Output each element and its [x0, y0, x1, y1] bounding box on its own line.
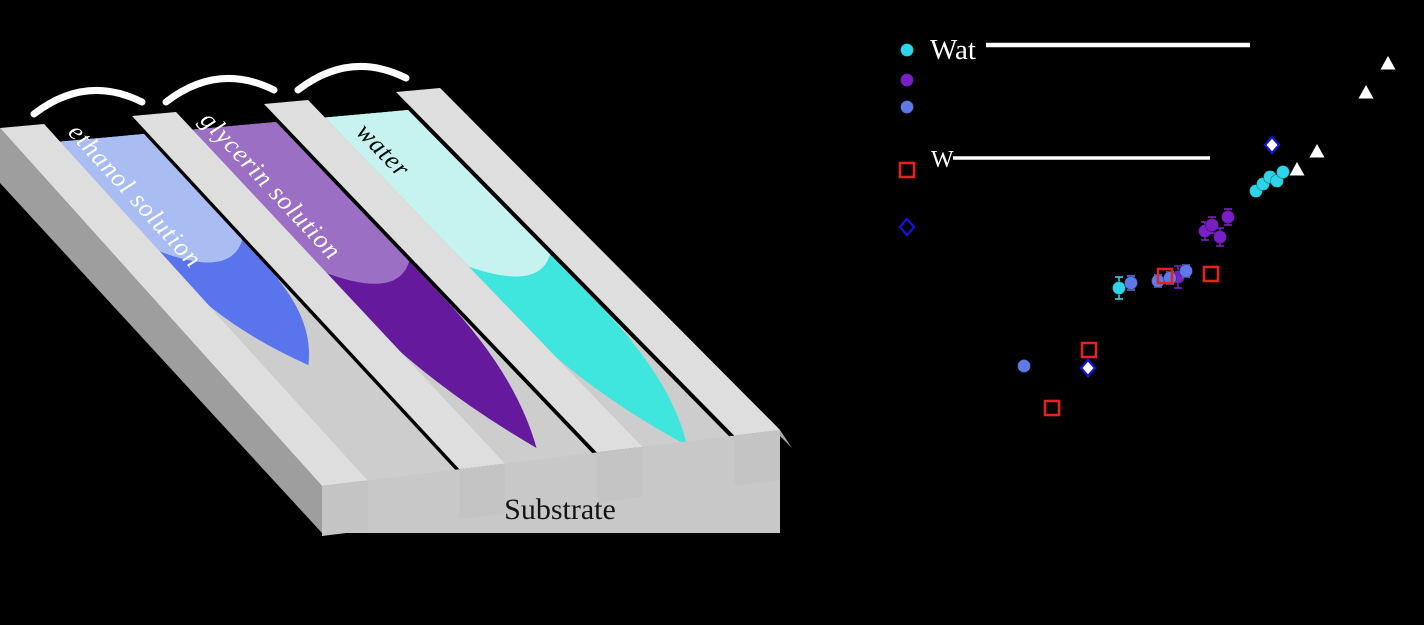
liquid-back: [320, 110, 551, 277]
ridge-top-face: [132, 112, 506, 470]
liquid-back: [56, 134, 243, 263]
scatter-point-diamond: [1263, 135, 1281, 155]
legend-equation-text: W: [931, 147, 954, 173]
scatter-point-circle: [1213, 230, 1227, 244]
scatter-point-circle: [1112, 281, 1126, 295]
panel-a-illustration: [0, 62, 792, 536]
scatter-point-square: [1043, 399, 1061, 417]
scatter-point-circle: [900, 73, 914, 87]
scatter-point-circle: [1221, 210, 1235, 224]
liquid-back: [188, 122, 410, 284]
legend-water-text: Wat: [930, 34, 976, 66]
scatter-point-circle: [900, 100, 914, 114]
scatter-point-circle: [900, 43, 914, 57]
scatter-point-diamond: [1079, 358, 1097, 378]
meniscus-arc: [162, 74, 278, 106]
scatter-point-triangle: [1289, 162, 1305, 176]
ridge-top-face: [0, 124, 368, 486]
scatter-point-circle: [1276, 165, 1290, 179]
ridge-front-face: [734, 430, 780, 486]
scatter-point-square: [1202, 265, 1220, 283]
panel-b-scatter: [898, 42, 1396, 417]
ridge-top-face: [264, 100, 643, 453]
scatter-point-circle: [1124, 276, 1138, 290]
scatter-point-square: [898, 161, 916, 179]
meniscus-arc: [294, 62, 410, 94]
scatter-point-triangle: [1358, 85, 1374, 99]
ridge-top-face: [396, 88, 780, 436]
substrate-left-face: [0, 128, 322, 533]
scatter-point-square: [1080, 341, 1098, 359]
scatter-point-diamond: [898, 217, 916, 237]
scatter-point-triangle: [1309, 144, 1325, 158]
substrate-label: Substrate: [504, 493, 616, 526]
scatter-point-circle: [1017, 359, 1031, 373]
ridge-front-face: [596, 446, 643, 503]
ridge-front-face: [322, 480, 368, 536]
meniscus-arc: [30, 86, 146, 118]
scatter-point-circle: [1179, 264, 1193, 278]
panel-b-labels: Wat W: [930, 34, 976, 173]
scatter-point-triangle: [1380, 56, 1396, 70]
scatter-point-circle: [1205, 218, 1219, 232]
ridge-front-face: [459, 463, 506, 520]
scatter-point-square: [1156, 267, 1174, 285]
substrate-front-face: [322, 430, 780, 533]
